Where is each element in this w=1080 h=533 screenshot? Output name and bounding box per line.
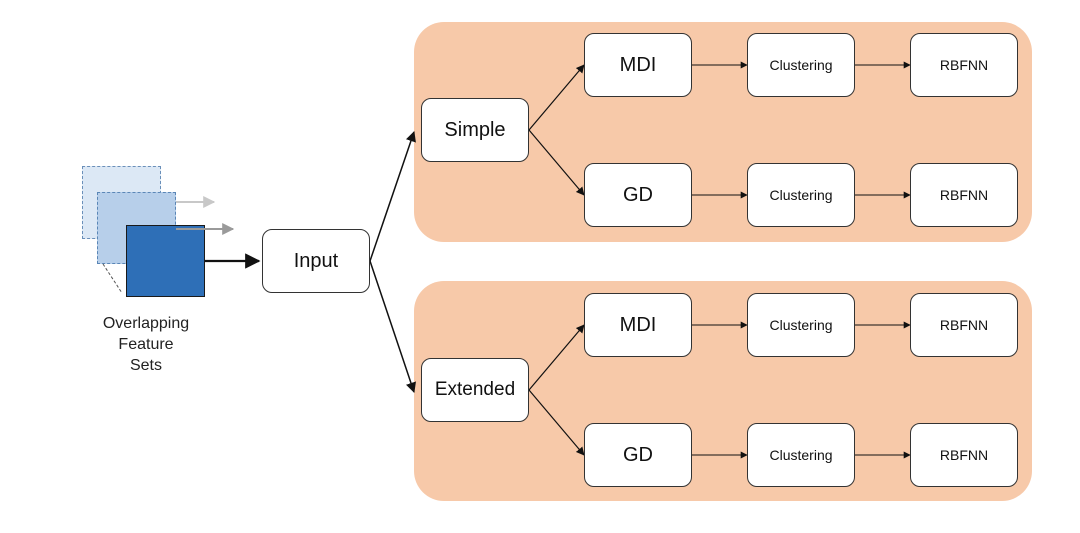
simple-mdi-rbfnn-node: RBFNN xyxy=(910,33,1018,97)
extended-gd-clustering-node: Clustering xyxy=(747,423,855,487)
feature-sets-caption: Overlapping Feature Sets xyxy=(86,313,206,376)
simple-gd-clustering-node: Clustering xyxy=(747,163,855,227)
simple-gd-rbfnn-node: RBFNN xyxy=(910,163,1018,227)
extended-gd-rbfnn-node: RBFNN xyxy=(910,423,1018,487)
sheet-corner-line xyxy=(102,263,123,294)
simple-gd-node: GD xyxy=(584,163,692,227)
caption-line: Overlapping xyxy=(102,315,190,332)
input-to-simple-arrow xyxy=(369,131,416,262)
extended-to-mdi-arrow xyxy=(528,324,585,391)
simple-to-gd-arrow xyxy=(528,129,585,196)
caption-line: Sets xyxy=(129,357,162,374)
simple-mdi-clustering-node: Clustering xyxy=(747,33,855,97)
simple-mdi-node: MDI xyxy=(584,33,692,97)
input-to-extended-arrow xyxy=(369,260,416,393)
input-node: Input xyxy=(262,229,370,293)
simple-to-mdi-arrow xyxy=(528,64,585,131)
feature-set-front-sheet xyxy=(126,225,205,297)
extended-mdi-node: MDI xyxy=(584,293,692,357)
extended-branch-node: Extended xyxy=(421,358,529,422)
extended-gd-node: GD xyxy=(584,423,692,487)
extended-to-gd-arrow xyxy=(528,389,585,456)
extended-mdi-rbfnn-node: RBFNN xyxy=(910,293,1018,357)
caption-line: Feature xyxy=(118,336,174,353)
simple-branch-node: Simple xyxy=(421,98,529,162)
extended-mdi-clustering-node: Clustering xyxy=(747,293,855,357)
